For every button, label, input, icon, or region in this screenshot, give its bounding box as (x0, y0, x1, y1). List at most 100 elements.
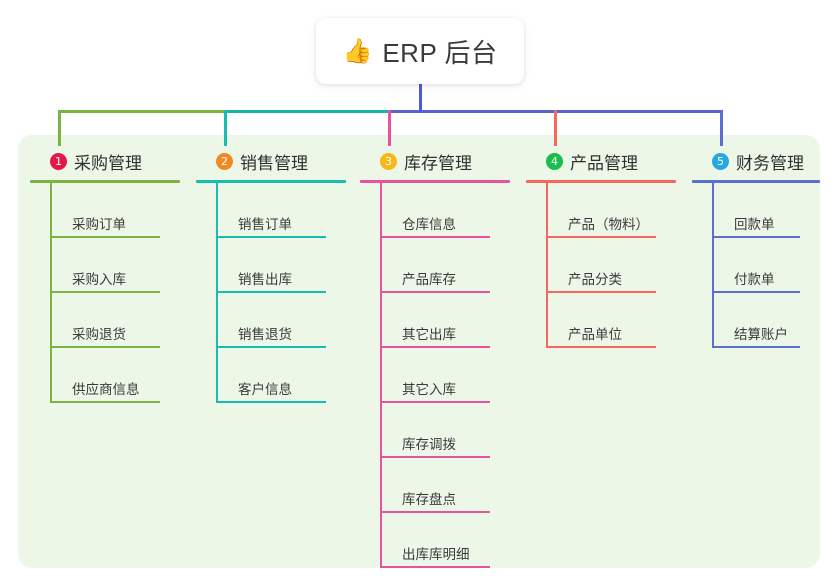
leaf-node-underline (712, 291, 800, 293)
leaf-node-underline (50, 236, 160, 238)
leaf-node-label: 产品单位 (568, 327, 622, 342)
column-spine-5 (712, 183, 714, 348)
connector-trunk (419, 84, 422, 113)
leaf-node-label: 产品分类 (568, 272, 622, 287)
leaf-node[interactable]: 仓库信息 (380, 183, 510, 238)
column-spine-3 (380, 183, 382, 568)
column-underline-2 (196, 180, 346, 183)
column-badge-icon-3: 3 (380, 152, 397, 170)
leaf-node-label: 产品库存 (402, 272, 456, 287)
connector-stem-5 (720, 110, 723, 146)
column-underline-3 (360, 180, 510, 183)
leaf-node-underline (380, 346, 490, 348)
column-badge-icon-2: 2 (216, 152, 233, 170)
leaf-node-underline (380, 236, 490, 238)
diagram-background-panel (18, 135, 820, 568)
column-badge-icon-4: 4 (546, 152, 563, 170)
column-header-1[interactable]: 1 采购管理 (30, 148, 180, 174)
leaf-node-underline (712, 236, 800, 238)
connector-stem-4 (554, 110, 557, 146)
leaf-node-underline (216, 236, 326, 238)
leaf-node[interactable]: 采购入库 (50, 238, 180, 293)
column-title-3: 库存管理 (404, 153, 472, 173)
leaf-node[interactable]: 产品库存 (380, 238, 510, 293)
leaf-node-label: 销售退货 (238, 327, 292, 342)
leaf-node-underline (546, 236, 656, 238)
leaf-node[interactable]: 其它入库 (380, 348, 510, 403)
column-title-1: 采购管理 (74, 153, 142, 173)
leaf-node-label: 产品（物料） (568, 217, 649, 232)
connector-stem-2 (224, 110, 227, 146)
leaf-node-underline (380, 291, 490, 293)
leaf-node[interactable]: 供应商信息 (50, 348, 180, 403)
leaf-node[interactable]: 采购退货 (50, 293, 180, 348)
connector-bus-segment-left (58, 110, 227, 113)
leaf-node-label: 出库库明细 (402, 547, 470, 562)
leaf-node-underline (546, 291, 656, 293)
column-underline-5 (692, 180, 820, 183)
leaf-node-label: 其它出库 (402, 327, 456, 342)
column-header-4[interactable]: 4 产品管理 (526, 148, 676, 174)
leaf-node-underline (50, 291, 160, 293)
leaf-node[interactable]: 其它出库 (380, 293, 510, 348)
column-1: 1 采购管理采购订单采购入库采购退货供应商信息 (30, 148, 180, 403)
leaf-node-underline (50, 346, 160, 348)
leaf-node-underline (380, 401, 490, 403)
leaf-node[interactable]: 产品分类 (546, 238, 676, 293)
column-5: 5 财务管理回款单付款单结算账户 (692, 148, 820, 348)
leaf-node[interactable]: 销售订单 (216, 183, 346, 238)
leaf-node-label: 采购退货 (72, 327, 126, 342)
leaf-node-underline (216, 346, 326, 348)
leaf-node-label: 仓库信息 (402, 217, 456, 232)
leaf-node-underline (216, 291, 326, 293)
connector-stem-3 (388, 110, 391, 146)
leaf-node[interactable]: 销售退货 (216, 293, 346, 348)
column-spine-4 (546, 183, 548, 348)
leaf-node-underline (380, 566, 490, 568)
column-items-3: 仓库信息产品库存其它出库其它入库库存调拨库存盘点出库库明细 (380, 183, 510, 568)
leaf-node[interactable]: 客户信息 (216, 348, 346, 403)
leaf-node-label: 库存盘点 (402, 492, 456, 507)
root-node-erp-backend[interactable]: 👍 ERP 后台 (316, 18, 524, 84)
column-items-2: 销售订单销售出库销售退货客户信息 (216, 183, 346, 403)
connector-stem-1 (58, 110, 61, 146)
column-badge-icon-5: 5 (712, 152, 729, 170)
column-header-5[interactable]: 5 财务管理 (692, 148, 820, 174)
leaf-node[interactable]: 结算账户 (712, 293, 820, 348)
column-spine-2 (216, 183, 218, 403)
leaf-node[interactable]: 产品（物料） (546, 183, 676, 238)
leaf-node[interactable]: 销售出库 (216, 238, 346, 293)
leaf-node-label: 供应商信息 (72, 382, 140, 397)
leaf-node-label: 回款单 (734, 217, 775, 232)
leaf-node[interactable]: 库存调拨 (380, 403, 510, 458)
leaf-node-label: 结算账户 (734, 327, 788, 342)
column-4: 4 产品管理产品（物料） 产品分类产品单位 (526, 148, 676, 348)
leaf-node-label: 销售订单 (238, 217, 292, 232)
column-spine-1 (50, 183, 52, 403)
leaf-node-underline (50, 401, 160, 403)
column-title-5: 财务管理 (736, 153, 804, 173)
leaf-node-underline (712, 346, 800, 348)
column-header-3[interactable]: 3 库存管理 (360, 148, 510, 174)
leaf-node-label: 付款单 (734, 272, 775, 287)
leaf-node-label: 采购入库 (72, 272, 126, 287)
thumbs-up-icon: 👍 (342, 37, 373, 65)
column-3: 3 库存管理仓库信息产品库存其它出库其它入库库存调拨库存盘点出库库明细 (360, 148, 510, 568)
leaf-node[interactable]: 出库库明细 (380, 513, 510, 568)
leaf-node-label: 采购订单 (72, 217, 126, 232)
column-underline-4 (526, 180, 676, 183)
column-items-1: 采购订单采购入库采购退货供应商信息 (50, 183, 180, 403)
leaf-node[interactable]: 采购订单 (50, 183, 180, 238)
root-node-content: 👍 ERP 后台 (342, 33, 497, 70)
leaf-node[interactable]: 产品单位 (546, 293, 676, 348)
root-node-title: ERP 后台 (382, 37, 498, 68)
column-title-4: 产品管理 (570, 153, 638, 173)
leaf-node[interactable]: 库存盘点 (380, 458, 510, 513)
leaf-node-underline (546, 346, 656, 348)
leaf-node[interactable]: 付款单 (712, 238, 820, 293)
column-badge-icon-1: 1 (50, 152, 67, 170)
column-items-5: 回款单付款单结算账户 (712, 183, 820, 348)
leaf-node-label: 客户信息 (238, 382, 292, 397)
leaf-node[interactable]: 回款单 (712, 183, 820, 238)
